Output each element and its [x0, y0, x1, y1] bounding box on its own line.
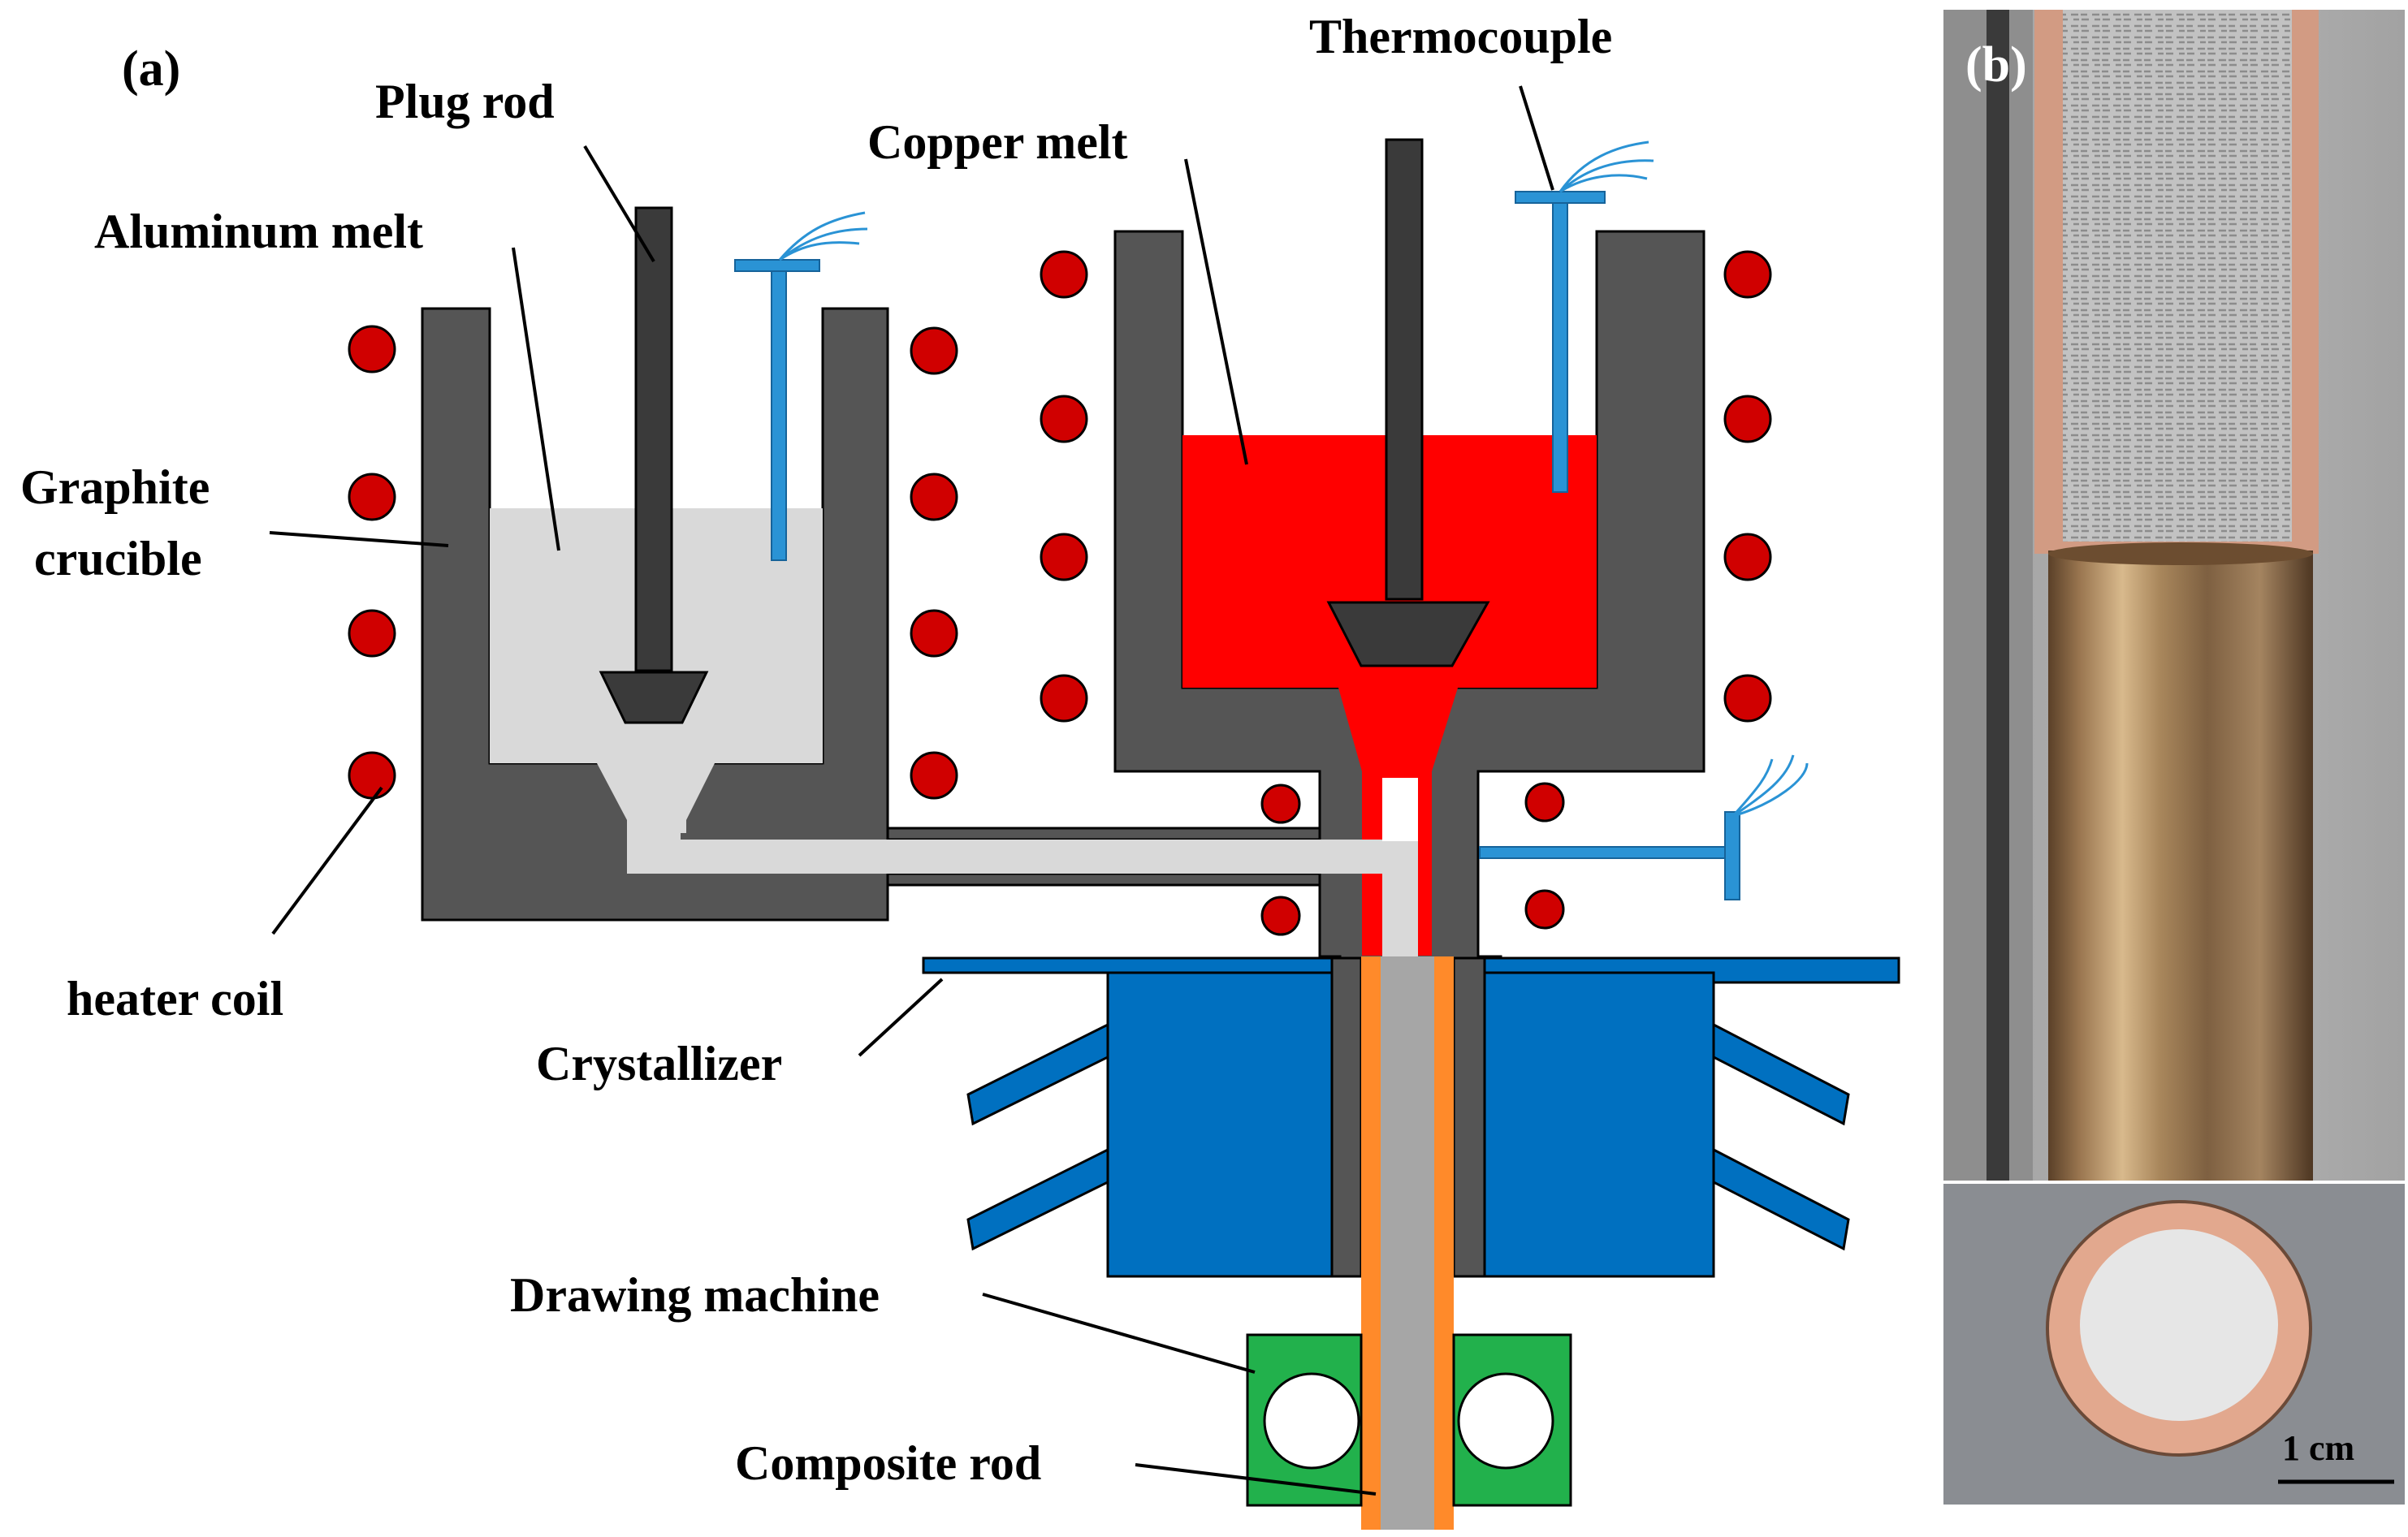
panel-b-label: (b): [1965, 37, 2027, 93]
heater-coil-circle-icon: [1260, 784, 1301, 824]
aluminum-channel-lower: [1382, 862, 1418, 956]
scale-bar-label: 1 cm: [2282, 1428, 2354, 1468]
cross-section-aluminum-core: [2080, 1229, 2278, 1421]
panel-a: (a) Plug rod Thermocouple Copper melt Al…: [20, 10, 1900, 1530]
graphite-mold-right: [1452, 956, 1486, 1278]
label-aluminum-melt: Aluminum melt: [94, 205, 423, 258]
heater-coil-circle-icon: [1260, 896, 1301, 936]
heater-coil-circle-icon: [1040, 533, 1088, 581]
drawing-machine: [1246, 1333, 1572, 1507]
heater-coils-left: [348, 325, 958, 800]
heater-coil-circle-icon: [348, 325, 396, 373]
label-heater-coil: heater coil: [67, 972, 283, 1025]
heater-coils-right: [1040, 250, 1772, 936]
drawing-roller-circle-icon: [1263, 1372, 1360, 1470]
copper-tube: [2048, 550, 2313, 1181]
label-graphite-crucible-line1: Graphite: [20, 460, 210, 514]
thermocouple-t-icon: [1479, 754, 1809, 900]
label-copper-melt: Copper melt: [867, 115, 1128, 169]
heater-coil-circle-icon: [1040, 674, 1088, 723]
heater-coil-circle-icon: [910, 751, 958, 800]
thermocouple-t-icon: [734, 211, 868, 561]
heater-coil-circle-icon: [1723, 533, 1772, 581]
heater-coil-circle-icon: [1723, 250, 1772, 299]
crystallizer: [922, 956, 1900, 1278]
aluminum-foam-core: [2063, 10, 2292, 542]
heater-coil-circle-icon: [1040, 250, 1088, 299]
heater-coil-circle-icon: [1040, 395, 1088, 443]
plug-rod-icon: [1326, 138, 1490, 667]
drawing-roller-circle-icon: [1457, 1372, 1554, 1470]
heater-coil-circle-icon: [910, 326, 958, 375]
label-thermocouple: Thermocouple: [1309, 10, 1612, 63]
plug-rod-icon: [599, 206, 709, 724]
aluminum-funnel: [597, 763, 715, 833]
label-graphite-crucible-line2: crucible: [34, 532, 202, 585]
label-drawing-machine: Drawing machine: [510, 1268, 880, 1322]
heater-coil-circle-icon: [1723, 674, 1772, 723]
label-composite-rod: Composite rod: [735, 1436, 1041, 1490]
heater-coil-circle-icon: [348, 473, 396, 521]
panel-a-label: (a): [122, 41, 180, 97]
graphite-mold-left: [1330, 956, 1363, 1278]
panel-b-photo: (b) 1 cm: [1943, 10, 2405, 1505]
heater-coil-circle-icon: [1524, 782, 1565, 822]
copper-crucible: [1113, 230, 1705, 960]
heater-coil-circle-icon: [348, 751, 396, 800]
aluminum-feed: [627, 828, 1418, 874]
thermocouple-t-icon: [1515, 140, 1654, 493]
heater-coil-circle-icon: [1524, 889, 1565, 930]
heater-coil-circle-icon: [1723, 395, 1772, 443]
heater-coil-circle-icon: [910, 473, 958, 521]
connecting-pipe: [627, 827, 1418, 887]
label-plug-rod: Plug rod: [375, 75, 555, 128]
copper-melt: [1182, 435, 1597, 956]
heater-coil-circle-icon: [348, 609, 396, 658]
composite-rod: [1361, 956, 1454, 1530]
leader-lines: [269, 85, 1554, 1496]
label-crystallizer: Crystallizer: [536, 1037, 782, 1090]
graphite-crucible-left: [421, 307, 889, 922]
heater-coil-circle-icon: [910, 609, 958, 658]
